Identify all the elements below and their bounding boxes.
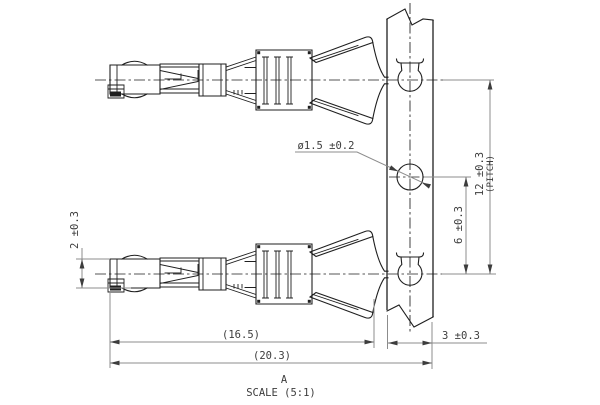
dim-text-terminal-height: 2 ±0.3 (69, 211, 81, 249)
dimension-texts: ø1.5 ±0.2 (16.5) (20.3) 3 ±0.3 2 ±0.3 6 … (69, 140, 496, 399)
terminal-bottom (94, 230, 446, 319)
leader-line-hole-diameter (295, 151, 430, 187)
leader-arrow-far (421, 182, 431, 189)
dim-text-pitch: 12 ±0.3 (474, 152, 486, 196)
view-label: A (281, 374, 288, 386)
strip-top-break-line (386, 8, 434, 26)
dim-text-contact-length: (16.5) (222, 329, 260, 341)
terminal-top (94, 36, 446, 125)
extension-lines (76, 79, 496, 369)
dim-text-hole-diameter: ø1.5 ±0.2 (298, 140, 355, 152)
leader-arrow-near (389, 165, 399, 172)
dimension-lines (79, 80, 493, 366)
dim-text-strip-width: 3 ±0.3 (442, 330, 480, 342)
dim-text-pitch-note: (PITCH) (486, 155, 496, 193)
dim-text-overall-length: (20.3) (253, 350, 291, 362)
view-scale-label: SCALE (5:1) (246, 387, 316, 399)
carrier-strip (386, 3, 434, 333)
strip-bottom-break-line (386, 304, 434, 328)
dim-text-hole-spacing: 6 ±0.3 (453, 206, 465, 244)
